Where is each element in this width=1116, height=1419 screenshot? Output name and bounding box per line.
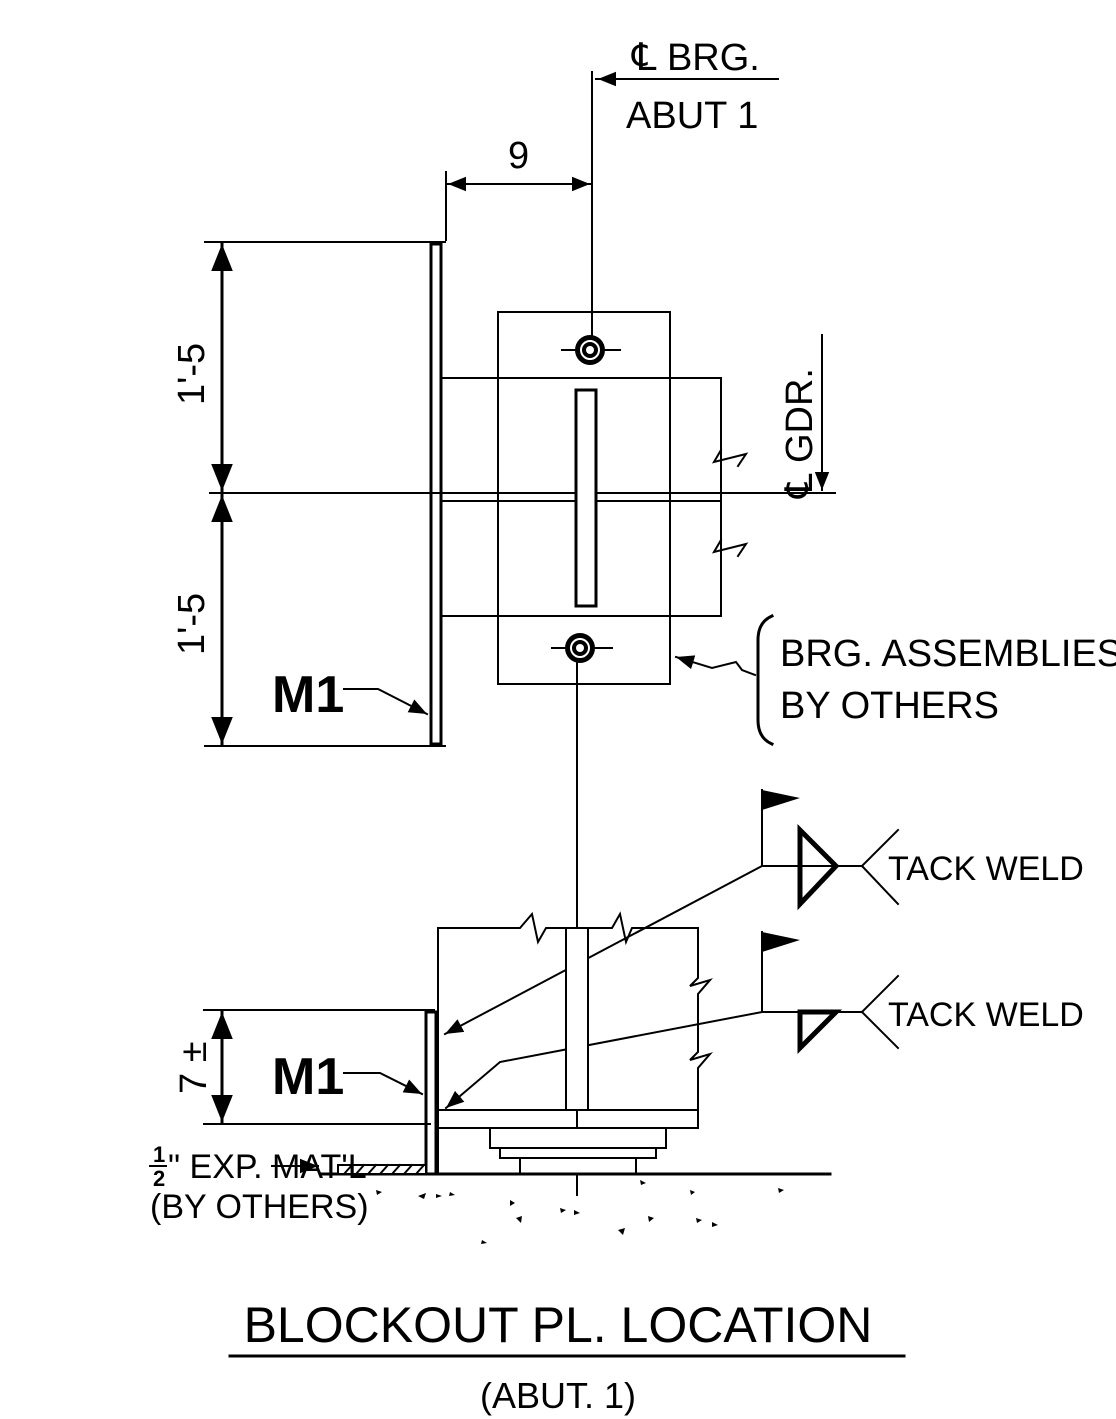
elevation-view: TACK WELD TACK WELD xyxy=(149,789,1084,1244)
m1-label-lower: M1 xyxy=(272,1048,344,1106)
exp-material-line2: (BY OTHERS) xyxy=(150,1188,369,1226)
anchor-bolt-bottom xyxy=(551,633,613,663)
web-slot xyxy=(574,388,598,608)
brg-assemblies-line1: BRG. ASSEMBLIES xyxy=(780,633,1116,675)
concrete-aggregate xyxy=(376,1180,784,1244)
girder-right-break xyxy=(689,927,713,1129)
exp-material-hatch xyxy=(342,1163,426,1176)
masonry-plate xyxy=(519,1157,637,1175)
brg-assemblies-brace xyxy=(756,614,774,746)
plan-view: 1'-5 1'-5 ℄ GDR. M1 xyxy=(171,241,1116,747)
gdr-centerline-label: ℄ GDR. xyxy=(779,368,821,499)
dim-top-label: 1'-5 xyxy=(171,343,213,405)
brg-assemblies-leader xyxy=(674,655,757,677)
fillet-weld-icon xyxy=(797,1009,843,1055)
m1-leader-upper xyxy=(343,688,429,716)
m1-leader-lower xyxy=(343,1072,424,1096)
exp-material xyxy=(337,1164,427,1175)
bearing-pad xyxy=(440,377,722,617)
m1-label-upper: M1 xyxy=(272,666,344,724)
exp-fraction-num: 1 xyxy=(153,1142,165,1167)
sole-plate xyxy=(497,311,671,685)
tack-weld-label-2: TACK WELD xyxy=(888,996,1084,1034)
dim-9-label: 9 xyxy=(508,135,529,177)
weld-symbol-1: TACK WELD xyxy=(443,789,1084,1036)
abut-label: ABUT 1 xyxy=(626,95,758,137)
weld-leader-1 xyxy=(443,864,764,1036)
brg-assemblies-line2: BY OTHERS xyxy=(780,685,999,727)
field-weld-flag-icon xyxy=(762,790,800,810)
tack-weld-label-1: TACK WELD xyxy=(888,850,1084,888)
sole-plate-elev xyxy=(489,1127,667,1149)
field-weld-flag-icon xyxy=(762,932,800,952)
weld-symbol-2: TACK WELD xyxy=(444,931,1084,1110)
break-line xyxy=(711,448,749,468)
weld-leader-2 xyxy=(444,1010,764,1110)
brg-centerline-label: ℄ BRG. xyxy=(631,37,760,79)
brg-centerline-callout: ℄ BRG. ABUT 1 xyxy=(595,37,779,137)
dim-bottom-label: 1'-5 xyxy=(171,593,213,655)
exp-material-line1: " EXP. MAT'L xyxy=(168,1148,367,1186)
title-block: BLOCKOUT PL. LOCATION (ABUT. 1) xyxy=(228,1297,906,1416)
dimension-9: 9 xyxy=(445,135,591,241)
dim-7-label: 7 ± xyxy=(173,1041,215,1094)
bearing-stiffener xyxy=(565,927,589,1111)
anchor-bolt-top xyxy=(561,335,621,365)
elastomer-pad xyxy=(499,1147,657,1159)
fillet-weld-icon xyxy=(797,823,840,911)
exp-fraction-den: 2 xyxy=(153,1166,165,1191)
break-line xyxy=(711,538,749,558)
drawing-subtitle: (ABUT. 1) xyxy=(480,1375,636,1416)
drawing-title: BLOCKOUT PL. LOCATION xyxy=(244,1297,873,1353)
m1-plate-elev xyxy=(424,1010,438,1176)
